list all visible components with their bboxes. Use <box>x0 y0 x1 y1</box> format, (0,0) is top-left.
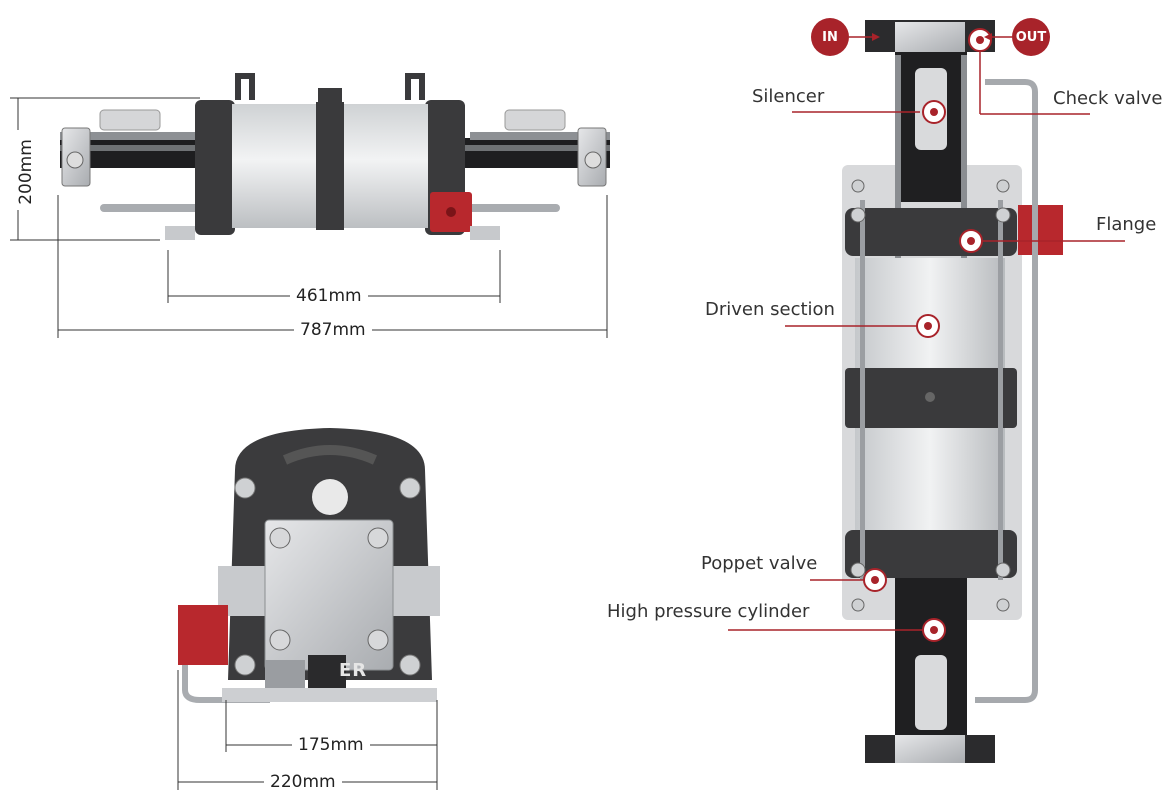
mount-width-side-label: 461mm <box>290 286 368 306</box>
callout-dots <box>863 28 992 642</box>
callout-driven-section: Driven section <box>705 299 835 320</box>
callout-high-pressure-cylinder: High pressure cylinder <box>607 601 810 622</box>
inlet-port-badge: IN <box>811 18 849 56</box>
side-view <box>10 73 610 338</box>
height-dimension-label: 200mm <box>16 139 36 205</box>
front-view <box>728 20 1125 763</box>
callout-flange: Flange <box>1096 214 1157 235</box>
callout-check-valve: Check valve <box>1053 88 1163 109</box>
end-view-plate-text: ER <box>339 660 368 681</box>
callout-markers <box>728 36 1125 631</box>
mount-width-end-label: 175mm <box>292 735 370 755</box>
callout-silencer: Silencer <box>752 86 825 107</box>
outlet-port-badge: OUT <box>1012 18 1050 56</box>
total-width-end-label: 220mm <box>264 772 342 792</box>
callout-poppet-valve: Poppet valve <box>701 553 818 574</box>
end-view <box>177 428 440 790</box>
total-length-side-label: 787mm <box>294 320 372 340</box>
